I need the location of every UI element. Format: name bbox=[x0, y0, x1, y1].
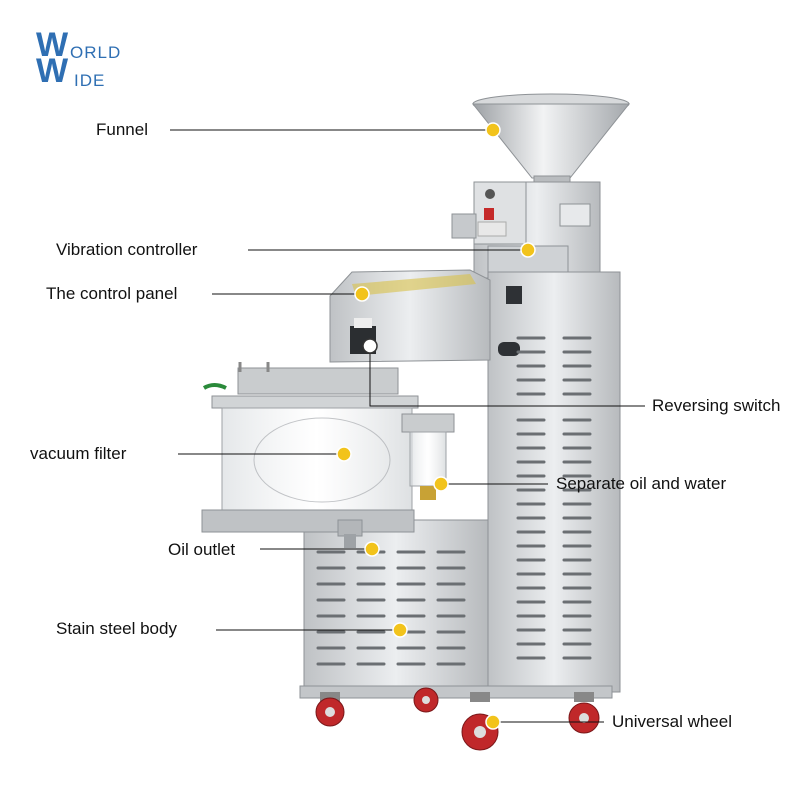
logo-word-top: ORLD bbox=[70, 43, 122, 62]
label-universal-wheel: Universal wheel bbox=[612, 712, 732, 731]
wheel-rear-right bbox=[568, 692, 600, 734]
base-frame bbox=[299, 685, 613, 699]
marker-separate-oil-water bbox=[433, 476, 449, 492]
marker-funnel bbox=[485, 122, 501, 138]
marker-universal-wheel bbox=[485, 714, 501, 730]
label-stain-steel-body: Stain steel body bbox=[56, 619, 177, 638]
label-vacuum-filter: vacuum filter bbox=[30, 444, 127, 463]
leader-reversing-switch bbox=[369, 346, 645, 407]
label-funnel: Funnel bbox=[96, 120, 148, 139]
label-separate-oil-water: Separate oil and water bbox=[556, 474, 727, 493]
marker-stain-steel-body bbox=[392, 622, 408, 638]
marker-control-panel bbox=[354, 286, 370, 302]
wheel-rear-left bbox=[413, 687, 439, 713]
oil-outlet-part bbox=[337, 519, 363, 548]
funnel-part bbox=[471, 93, 631, 191]
logo-initial-bottom: W bbox=[36, 52, 69, 90]
vacuum-filter-part bbox=[201, 362, 419, 533]
label-control-panel: The control panel bbox=[46, 284, 178, 303]
logo-word-bottom: IDE bbox=[74, 71, 106, 90]
logo-initial-top: W bbox=[36, 26, 69, 64]
worldwide-logo: W ORLD W IDE bbox=[36, 26, 146, 89]
label-vibration-controller: Vibration controller bbox=[56, 240, 198, 259]
vent-slots bbox=[316, 336, 592, 666]
lower-body bbox=[303, 519, 489, 693]
label-oil-outlet: Oil outlet bbox=[168, 540, 236, 559]
oil-water-separator-part bbox=[401, 413, 455, 500]
marker-oil-outlet bbox=[364, 541, 380, 557]
control-panel-part bbox=[329, 269, 491, 363]
marker-vibration-controller bbox=[520, 242, 536, 258]
marker-dots bbox=[336, 122, 536, 730]
vibration-controller-part bbox=[451, 181, 601, 279]
marker-vacuum-filter bbox=[336, 446, 352, 462]
marker-reversing-switch bbox=[362, 338, 378, 354]
callout-leader-lines bbox=[170, 129, 645, 723]
label-reversing-switch: Reversing switch bbox=[652, 396, 781, 415]
wheel-front-left bbox=[315, 692, 345, 727]
